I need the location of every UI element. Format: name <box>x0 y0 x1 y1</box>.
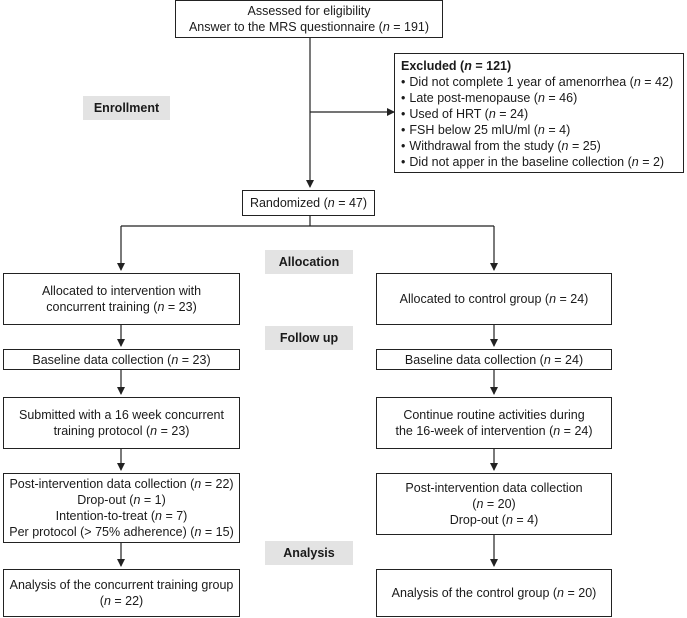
control-allocated-box: Allocated to control group (n = 24) <box>376 273 612 325</box>
control-post-line-2: (n = 20) <box>472 497 516 511</box>
intervention-allocated-line-2: concurrent training (n = 23) <box>46 300 197 314</box>
control-post-line-3: Drop-out (n = 4) <box>449 513 539 527</box>
control-baseline-label: Baseline data collection (n = 24) <box>404 352 584 367</box>
intervention-analysis-box: Analysis of the concurrent training grou… <box>3 569 240 617</box>
intervention-analysis-line-2: (n = 22) <box>99 594 144 608</box>
assessed-line-1: Assessed for eligibility <box>247 4 371 18</box>
intervention-baseline-label: Baseline data collection (n = 23) <box>32 352 211 367</box>
intervention-allocated-box: Allocated to intervention with concurren… <box>3 273 240 325</box>
stage-follow-up: Follow up <box>265 326 353 350</box>
control-post-box: Post-intervention data collection (n = 2… <box>376 473 612 535</box>
intervention-protocol-line-2: training protocol (n = 23) <box>53 424 190 438</box>
control-routine-line-2: the 16-week of intervention (n = 24) <box>395 424 593 438</box>
excluded-item: Withdrawal from the study (n = 25) <box>401 138 673 154</box>
control-allocated-label: Allocated to control group (n = 24) <box>399 292 589 306</box>
intervention-post-line-3: Intention-to-treat (n = 7) <box>55 509 188 523</box>
excluded-item: Did not complete 1 year of amenorrhea (n… <box>401 74 673 90</box>
control-baseline-box: Baseline data collection (n = 24) <box>376 349 612 370</box>
excluded-title: Excluded (n = 121) <box>401 59 512 73</box>
intervention-post-line-1: Post-intervention data collection (n = 2… <box>9 477 234 491</box>
assessed-line-2: Answer to the MRS questionnaire (n = 191… <box>188 20 430 34</box>
control-analysis-box: Analysis of the control group (n = 20) <box>376 569 612 617</box>
control-routine-box: Continue routine activities during the 1… <box>376 397 612 449</box>
control-routine-line-1: Continue routine activities during <box>403 408 585 422</box>
intervention-protocol-line-1: Submitted with a 16 week concurrent <box>19 408 224 422</box>
assessed-box: Assessed for eligibility Answer to the M… <box>175 0 443 38</box>
excluded-list: Did not complete 1 year of amenorrhea (n… <box>401 74 673 170</box>
stage-allocation: Allocation <box>265 250 353 274</box>
intervention-baseline-box: Baseline data collection (n = 23) <box>3 349 240 370</box>
stage-analysis: Analysis <box>265 541 353 565</box>
excluded-box: Excluded (n = 121) Did not complete 1 ye… <box>394 53 684 173</box>
intervention-allocated-line-1: Allocated to intervention with <box>41 284 202 298</box>
randomized-box: Randomized (n = 47) <box>242 190 375 216</box>
excluded-item: Used of HRT (n = 24) <box>401 106 673 122</box>
intervention-post-line-2: Drop-out (n = 1) <box>77 493 166 507</box>
control-analysis-label: Analysis of the control group (n = 20) <box>391 586 597 600</box>
excluded-item: Late post-menopause (n = 46) <box>401 90 673 106</box>
intervention-protocol-box: Submitted with a 16 week concurrent trai… <box>3 397 240 449</box>
excluded-item: FSH below 25 mlU/ml (n = 4) <box>401 122 673 138</box>
excluded-item: Did not apper in the baseline collection… <box>401 154 673 170</box>
stage-enrollment: Enrollment <box>83 96 170 120</box>
control-post-line-1: Post-intervention data collection <box>405 481 583 495</box>
intervention-post-box: Post-intervention data collection (n = 2… <box>3 473 240 543</box>
randomized-label: Randomized (n = 47) <box>249 196 368 210</box>
intervention-analysis-line-1: Analysis of the concurrent training grou… <box>9 578 234 592</box>
intervention-post-line-4: Per protocol (> 75% adherence) (n = 15) <box>9 525 234 539</box>
